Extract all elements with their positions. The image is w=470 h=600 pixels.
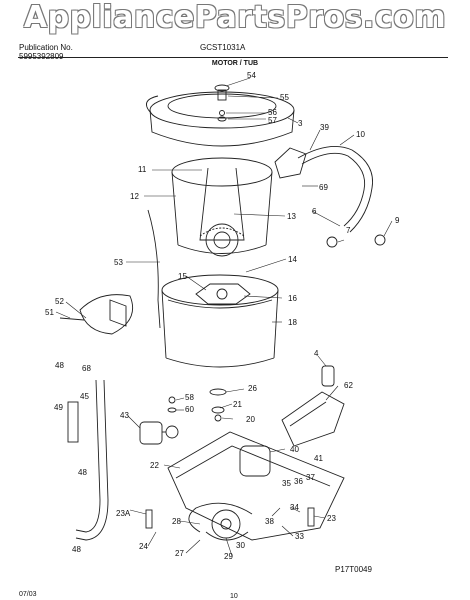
agitator-bolt	[217, 110, 227, 122]
spring-23	[307, 507, 315, 527]
callout-52: 52	[55, 297, 64, 306]
callout-10: 10	[356, 130, 365, 139]
callout-54: 54	[247, 71, 256, 80]
drain-hose	[274, 145, 374, 233]
pump-housing	[281, 391, 345, 447]
water-valve	[139, 421, 179, 445]
callout-55: 55	[280, 93, 289, 102]
callout-24: 24	[139, 542, 148, 551]
callout-62: 62	[344, 381, 353, 390]
callout-56: 56	[268, 108, 277, 117]
callout-48-bottom: 48	[72, 545, 81, 554]
model-number: GCST1031A	[200, 43, 246, 52]
callout-53: 53	[114, 258, 123, 267]
outer-tub	[161, 274, 279, 368]
callout-45: 45	[80, 392, 89, 401]
callout-16: 16	[288, 294, 297, 303]
section-title: MOTOR / TUB	[211, 60, 259, 67]
callout-57: 57	[268, 116, 277, 125]
callout-43: 43	[120, 411, 129, 420]
callout-27: 27	[175, 549, 184, 558]
spring-23A	[145, 509, 153, 529]
callout-49: 49	[54, 403, 63, 412]
figure-id: P17T0049	[335, 565, 372, 574]
watermark: AppliancePartsPros.com	[23, 0, 447, 35]
publication-label: Publication No.	[19, 43, 73, 52]
callout-11: 11	[138, 165, 147, 174]
callout-26: 26	[248, 384, 257, 393]
hose-clamp-7	[326, 236, 338, 248]
callout-3: 3	[298, 119, 303, 128]
callout-60: 60	[185, 405, 194, 414]
callout-41: 41	[314, 454, 323, 463]
callout-48-mid: 48	[78, 468, 87, 477]
agitator-cap	[214, 84, 230, 101]
callout-34: 34	[290, 503, 299, 512]
footer-date: 07/03	[19, 591, 37, 598]
callout-7: 7	[346, 226, 351, 235]
tub-cover-ring	[145, 91, 295, 147]
callout-23A: 23A	[116, 509, 131, 518]
callout-40: 40	[290, 445, 299, 454]
callout-6: 6	[312, 207, 317, 216]
callout-33: 33	[295, 532, 304, 541]
callout-20: 20	[246, 415, 255, 424]
callout-23: 23	[327, 514, 336, 523]
callout-37: 37	[306, 473, 315, 482]
callout-29: 29	[224, 552, 233, 561]
callout-4: 4	[314, 349, 319, 358]
fill-hose	[67, 379, 109, 541]
callout-22: 22	[150, 461, 159, 470]
callout-13: 13	[287, 212, 296, 221]
callout-38: 38	[265, 517, 274, 526]
callout-18: 18	[288, 318, 297, 327]
capacitor	[321, 365, 335, 387]
drive-belt	[188, 502, 253, 533]
callout-21: 21	[233, 400, 242, 409]
hose-clamp-9	[374, 234, 386, 246]
callout-51: 51	[45, 308, 54, 317]
callout-68: 68	[82, 364, 91, 373]
callout-14: 14	[288, 255, 297, 264]
spin-basket	[171, 157, 273, 257]
callout-69: 69	[319, 183, 328, 192]
callout-12: 12	[130, 192, 139, 201]
mount-hardware	[167, 388, 227, 422]
callout-36: 36	[294, 477, 303, 486]
support-rod	[147, 209, 161, 329]
callout-35: 35	[282, 479, 291, 488]
callout-39: 39	[320, 123, 329, 132]
callout-28: 28	[172, 517, 181, 526]
bracket-detail	[59, 294, 134, 335]
publication-number: 5995392809	[19, 52, 64, 61]
tub-seal	[195, 283, 251, 305]
header-rule	[18, 57, 448, 58]
page-number: 10	[230, 593, 238, 600]
callout-30: 30	[236, 541, 245, 550]
callout-15: 15	[178, 272, 187, 281]
callout-58: 58	[185, 393, 194, 402]
callout-48-top: 48	[55, 361, 64, 370]
callout-9: 9	[395, 216, 400, 225]
